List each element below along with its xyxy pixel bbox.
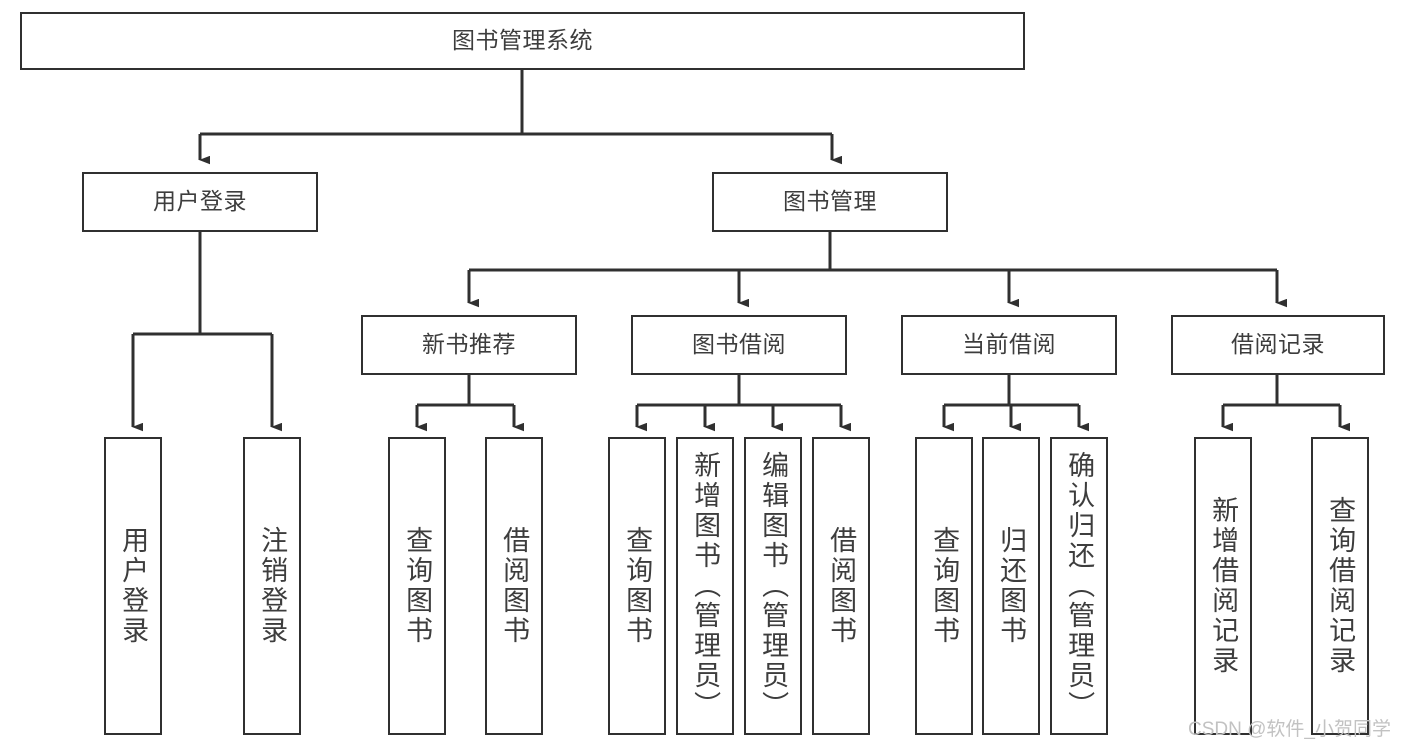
watermark-text: CSDN @软件_小贺同学 bbox=[1188, 719, 1391, 740]
node-label: 图书借阅 bbox=[692, 331, 786, 358]
node-label: 图书管理系统 bbox=[452, 27, 593, 54]
node-leaf-nb-borrow-book[interactable]: 借阅图书 bbox=[485, 437, 543, 735]
node-leaf-nb-query-book[interactable]: 查询图书 bbox=[388, 437, 446, 735]
node-label: 查询图书 bbox=[929, 526, 960, 646]
node-leaf-bb-borrow-book[interactable]: 借阅图书 bbox=[812, 437, 870, 735]
node-label: 归还图书 bbox=[996, 526, 1027, 646]
node-label: 确认归还（管理员） bbox=[1064, 451, 1095, 721]
node-label: 借阅记录 bbox=[1231, 331, 1325, 358]
node-label: 新增借阅记录 bbox=[1208, 496, 1239, 676]
node-leaf-cb-return-book[interactable]: 归还图书 bbox=[982, 437, 1040, 735]
node-leaf-br-add-record[interactable]: 新增借阅记录 bbox=[1194, 437, 1252, 735]
node-label: 用户登录 bbox=[118, 526, 149, 646]
node-label: 图书管理 bbox=[783, 188, 877, 215]
node-label: 注销登录 bbox=[257, 526, 288, 646]
node-new-book-recommend[interactable]: 新书推荐 bbox=[361, 315, 577, 375]
node-label: 借阅图书 bbox=[499, 526, 530, 646]
node-user-login[interactable]: 用户登录 bbox=[82, 172, 318, 232]
node-label: 编辑图书（管理员） bbox=[758, 451, 789, 721]
node-leaf-cb-confirm-return[interactable]: 确认归还（管理员） bbox=[1050, 437, 1108, 735]
node-borrow-record[interactable]: 借阅记录 bbox=[1171, 315, 1385, 375]
node-leaf-bb-edit-book[interactable]: 编辑图书（管理员） bbox=[744, 437, 802, 735]
node-leaf-bb-query-book[interactable]: 查询图书 bbox=[608, 437, 666, 735]
node-label: 查询图书 bbox=[622, 526, 653, 646]
node-leaf-bb-add-book[interactable]: 新增图书（管理员） bbox=[676, 437, 734, 735]
node-label: 查询图书 bbox=[402, 526, 433, 646]
node-label: 用户登录 bbox=[153, 188, 247, 215]
node-book-borrow[interactable]: 图书借阅 bbox=[631, 315, 847, 375]
node-leaf-logout[interactable]: 注销登录 bbox=[243, 437, 301, 735]
node-leaf-cb-query-book[interactable]: 查询图书 bbox=[915, 437, 973, 735]
node-label: 借阅图书 bbox=[826, 526, 857, 646]
node-root-book-management-system[interactable]: 图书管理系统 bbox=[20, 12, 1025, 70]
node-label: 查询借阅记录 bbox=[1325, 496, 1356, 676]
node-current-borrow[interactable]: 当前借阅 bbox=[901, 315, 1117, 375]
node-leaf-user-login[interactable]: 用户登录 bbox=[104, 437, 162, 735]
node-book-management[interactable]: 图书管理 bbox=[712, 172, 948, 232]
node-label: 新增图书（管理员） bbox=[690, 451, 721, 721]
node-label: 新书推荐 bbox=[422, 331, 516, 358]
node-label: 当前借阅 bbox=[962, 331, 1056, 358]
node-leaf-br-query-record[interactable]: 查询借阅记录 bbox=[1311, 437, 1369, 735]
